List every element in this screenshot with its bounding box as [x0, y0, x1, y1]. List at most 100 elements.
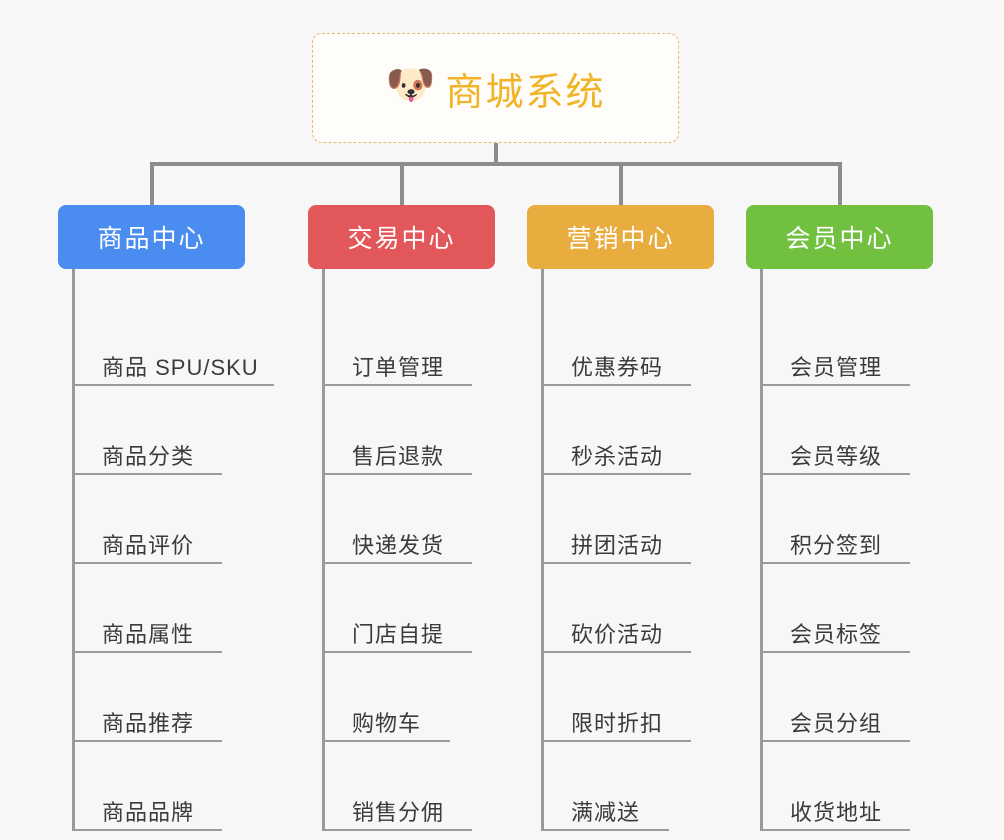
leaf-item[interactable]: 积分签到 — [760, 475, 933, 564]
leaf-underline — [72, 651, 222, 653]
leaf-item-label: 商品分类 — [102, 444, 195, 469]
column-trade-center: 交易中心订单管理售后退款快递发货门店自提购物车销售分佣 — [308, 205, 495, 831]
leaf-item[interactable]: 会员分组 — [760, 653, 933, 742]
category-label: 营销中心 — [566, 225, 675, 253]
leaf-item[interactable]: 商品 SPU/SKU — [72, 297, 274, 386]
leaf-list-product-center: 商品 SPU/SKU 商品分类商品评价商品属性商品推荐商品品牌 — [72, 269, 274, 831]
leaf-underline — [760, 829, 910, 831]
leaf-item[interactable]: 优惠券码 — [541, 297, 714, 386]
leaf-underline — [760, 384, 910, 386]
leaf-item[interactable]: 商品属性 — [72, 564, 245, 653]
category-box-marketing-center[interactable]: 营销中心 — [527, 205, 714, 269]
leaf-underline — [322, 562, 472, 564]
leaf-item-label: 会员分组 — [790, 711, 883, 736]
leaf-underline — [541, 740, 691, 742]
spine-line-marketing-center — [541, 269, 544, 831]
leaf-underline — [760, 473, 910, 475]
leaf-item-label: 商品属性 — [102, 622, 195, 647]
shiba-dog-face-icon: 🐶 — [385, 63, 436, 107]
leaf-item-label: 购物车 — [352, 711, 422, 736]
column-member-center: 会员中心会员管理会员等级积分签到会员标签会员分组收货地址 — [746, 205, 933, 831]
leaf-underline — [760, 740, 910, 742]
leaf-item-label: 门店自提 — [352, 622, 445, 647]
drop-line-member-center — [838, 162, 842, 205]
leaf-item[interactable]: 订单管理 — [322, 297, 495, 386]
category-box-product-center[interactable]: 商品中心 — [58, 205, 245, 269]
drop-line-product-center — [150, 162, 154, 205]
leaf-underline — [541, 562, 691, 564]
category-box-trade-center[interactable]: 交易中心 — [308, 205, 495, 269]
leaf-underline — [72, 473, 222, 475]
leaf-item[interactable]: 会员等级 — [760, 386, 933, 475]
leaf-item[interactable]: 门店自提 — [322, 564, 495, 653]
leaf-item[interactable]: 砍价活动 — [541, 564, 714, 653]
spine-line-product-center — [72, 269, 75, 831]
leaf-item[interactable]: 商品分类 — [72, 386, 245, 475]
leaf-underline — [322, 384, 472, 386]
leaf-item-label: 会员管理 — [790, 355, 883, 380]
leaf-underline — [760, 562, 910, 564]
leaf-item[interactable]: 购物车 — [322, 653, 495, 742]
leaf-underline — [72, 740, 222, 742]
leaf-underline — [72, 384, 274, 386]
leaf-underline — [541, 384, 691, 386]
leaf-underline — [322, 473, 472, 475]
leaf-underline — [322, 740, 450, 742]
leaf-underline — [322, 829, 472, 831]
leaf-item-label: 会员标签 — [790, 622, 883, 647]
category-label: 交易中心 — [347, 225, 456, 253]
root-title: 商城系统 — [445, 71, 606, 114]
spine-line-trade-center — [322, 269, 325, 831]
root-stem-line — [494, 143, 498, 166]
leaf-item-label: 商品评价 — [102, 533, 195, 558]
leaf-item[interactable]: 商品评价 — [72, 475, 245, 564]
leaf-item-label: 商品品牌 — [102, 800, 195, 825]
category-label: 会员中心 — [785, 225, 894, 253]
leaf-item-label: 满减送 — [571, 800, 641, 825]
leaf-list-trade-center: 订单管理售后退款快递发货门店自提购物车销售分佣 — [322, 269, 495, 831]
spine-line-member-center — [760, 269, 763, 831]
drop-line-trade-center — [400, 162, 404, 205]
column-marketing-center: 营销中心优惠券码秒杀活动拼团活动砍价活动限时折扣满减送 — [527, 205, 714, 831]
leaf-item[interactable]: 拼团活动 — [541, 475, 714, 564]
leaf-item[interactable]: 满减送 — [541, 742, 714, 831]
leaf-underline — [541, 651, 691, 653]
leaf-item-label: 积分签到 — [790, 533, 883, 558]
leaf-item[interactable]: 商品品牌 — [72, 742, 245, 831]
leaf-list-member-center: 会员管理会员等级积分签到会员标签会员分组收货地址 — [760, 269, 933, 831]
leaf-item-label: 秒杀活动 — [571, 444, 664, 469]
trunk-bar-line — [150, 162, 842, 166]
column-product-center: 商品中心商品 SPU/SKU 商品分类商品评价商品属性商品推荐商品品牌 — [58, 205, 274, 831]
leaf-underline — [322, 651, 472, 653]
drop-line-marketing-center — [619, 162, 623, 205]
leaf-item[interactable]: 秒杀活动 — [541, 386, 714, 475]
leaf-item-label: 会员等级 — [790, 444, 883, 469]
leaf-item-label: 拼团活动 — [571, 533, 664, 558]
leaf-item[interactable]: 会员管理 — [760, 297, 933, 386]
leaf-item[interactable]: 售后退款 — [322, 386, 495, 475]
category-box-member-center[interactable]: 会员中心 — [746, 205, 933, 269]
leaf-underline — [72, 829, 222, 831]
leaf-underline — [72, 562, 222, 564]
leaf-item-label: 优惠券码 — [571, 355, 664, 380]
category-label: 商品中心 — [97, 225, 206, 253]
leaf-item[interactable]: 快递发货 — [322, 475, 495, 564]
leaf-item-label: 销售分佣 — [352, 800, 445, 825]
leaf-item-label: 商品推荐 — [102, 711, 195, 736]
leaf-item-label: 售后退款 — [352, 444, 445, 469]
root-node[interactable]: 🐶 商城系统 — [312, 33, 679, 143]
leaf-item[interactable]: 收货地址 — [760, 742, 933, 831]
leaf-underline — [760, 651, 910, 653]
leaf-item-label: 收货地址 — [790, 800, 883, 825]
leaf-item-label: 限时折扣 — [571, 711, 664, 736]
leaf-item-label: 商品 SPU/SKU — [102, 355, 259, 380]
leaf-item[interactable]: 销售分佣 — [322, 742, 495, 831]
leaf-item[interactable]: 限时折扣 — [541, 653, 714, 742]
leaf-item[interactable]: 会员标签 — [760, 564, 933, 653]
leaf-underline — [541, 473, 691, 475]
leaf-item-label: 快递发货 — [352, 533, 445, 558]
leaf-item-label: 砍价活动 — [571, 622, 664, 647]
leaf-item[interactable]: 商品推荐 — [72, 653, 245, 742]
leaf-underline — [541, 829, 669, 831]
